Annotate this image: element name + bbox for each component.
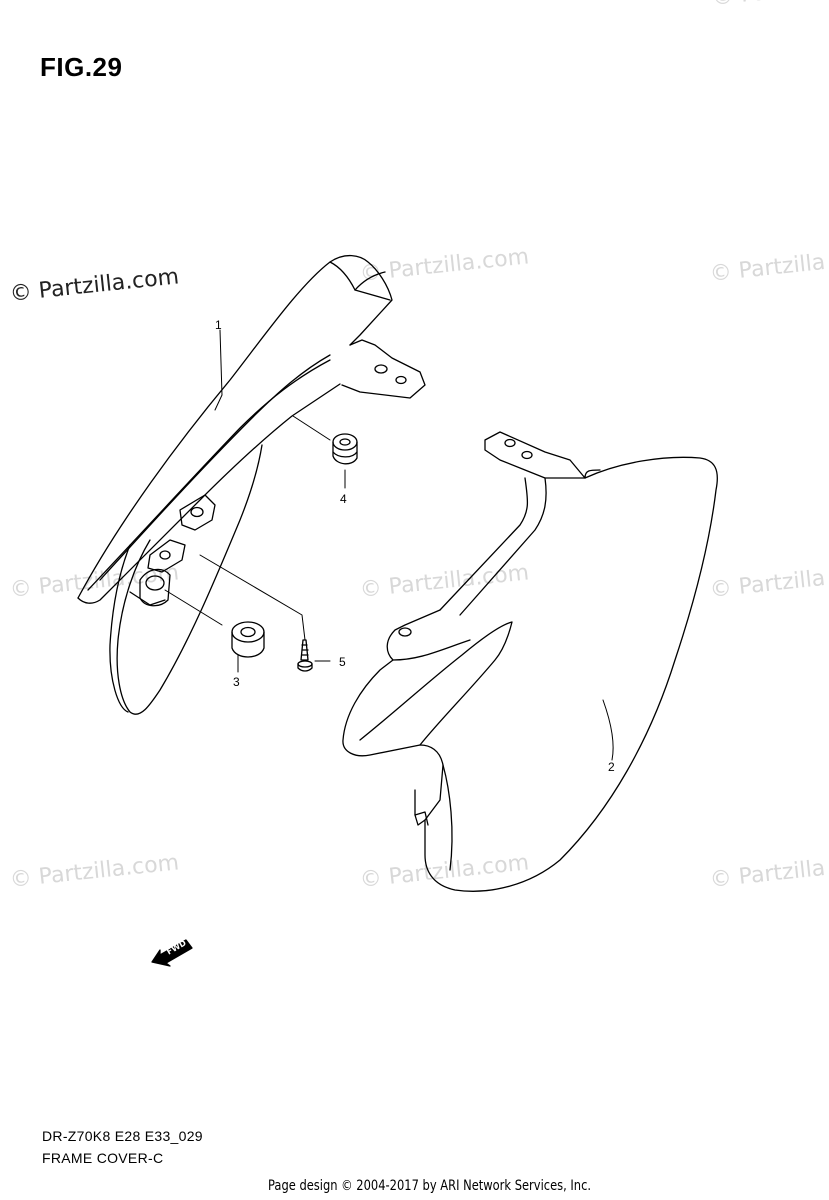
model-code: DR-Z70K8 E28 E33_029 — [42, 1128, 203, 1144]
page-credit: Page design © 2004-2017 by ARI Network S… — [268, 1178, 592, 1194]
part-5-screw — [297, 639, 313, 672]
part-4-grommet — [332, 433, 358, 465]
callout-4: 4 — [340, 492, 347, 506]
part-name: FRAME COVER-C — [42, 1150, 164, 1166]
figure-title: FIG.29 — [40, 52, 123, 82]
callout-2: 2 — [608, 760, 615, 774]
callout-1: 1 — [215, 318, 222, 332]
fwd-arrow-icon — [151, 939, 193, 967]
callout-5: 5 — [339, 655, 346, 669]
part-3-collar — [231, 621, 265, 658]
part-2-frame-cover — [342, 431, 718, 892]
callout-3: 3 — [233, 675, 240, 689]
part-1-frame-cover — [77, 254, 426, 715]
